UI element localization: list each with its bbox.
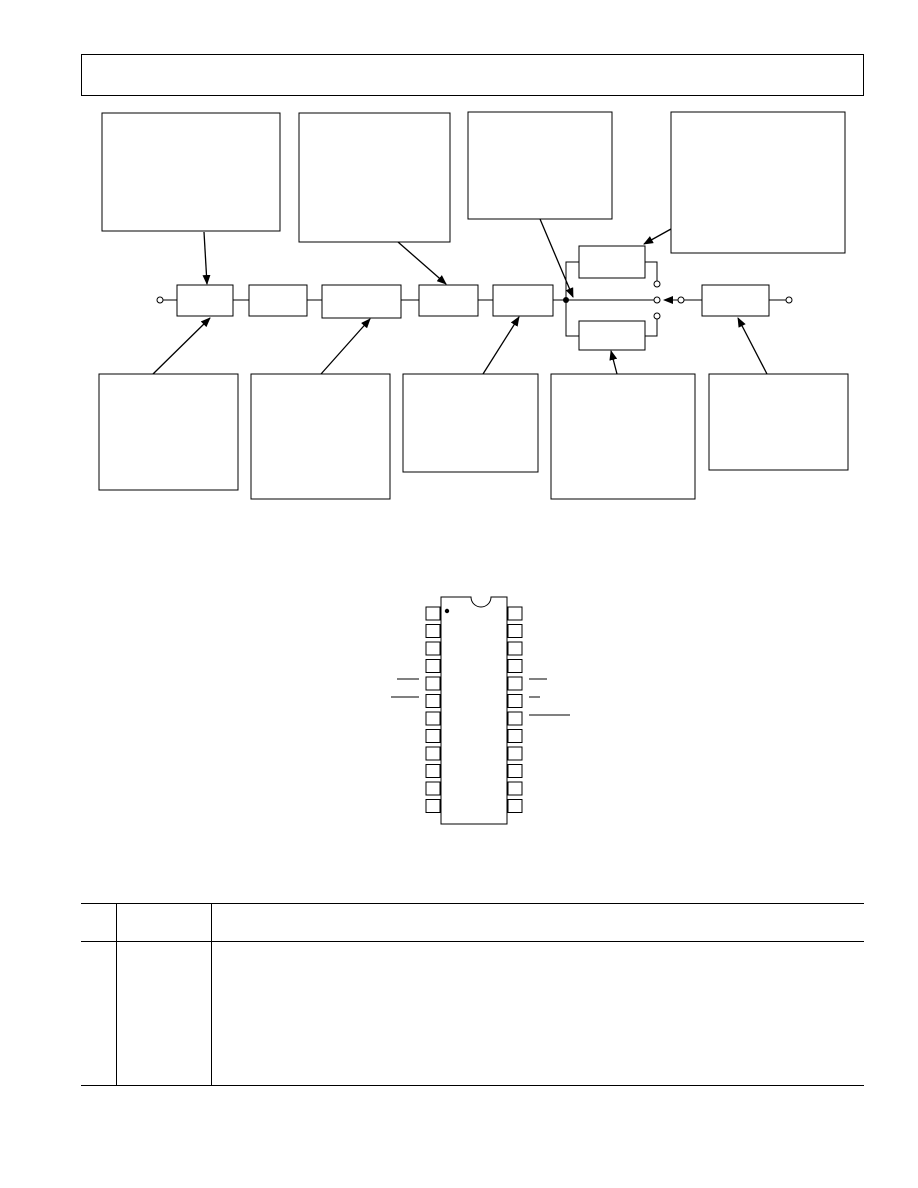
callout-bottom-5	[708, 373, 849, 471]
switch-contact-lower	[653, 312, 661, 320]
callout-top-1	[101, 112, 281, 232]
ic-pin-left	[425, 641, 441, 656]
ic-pin-right	[507, 676, 523, 691]
output-terminal	[785, 296, 793, 304]
callout-top-3	[467, 111, 613, 220]
callout-bottom-3	[402, 373, 539, 473]
ic-pin-left	[425, 624, 441, 638]
ic-pin-left	[425, 606, 441, 621]
ic-pin-left	[425, 746, 441, 761]
arrow-top-4	[643, 228, 672, 245]
ic-pin-left	[425, 729, 441, 743]
block-3	[321, 284, 402, 319]
ic-pin-right	[507, 729, 523, 743]
block-output	[701, 284, 770, 317]
table-col-divider-2	[211, 903, 212, 1086]
lower-branch	[565, 300, 661, 351]
block-lower-branch	[578, 320, 646, 351]
ic-pin-right	[507, 694, 523, 708]
upper-branch	[565, 245, 661, 300]
table-bottom-rule	[81, 1085, 864, 1086]
ic-pin-left	[425, 781, 441, 796]
ic-body	[440, 596, 508, 825]
arrow-bottom-5	[737, 317, 768, 375]
ic-pin-right	[507, 606, 523, 621]
input-terminal	[156, 296, 164, 304]
block-diagram	[98, 111, 849, 825]
ic-pin-right	[507, 624, 523, 638]
callout-top-2	[298, 112, 451, 243]
switch-pivot	[677, 296, 685, 304]
ic-left-pins	[425, 606, 441, 813]
block-upper-branch	[578, 245, 646, 279]
callout-bottom-4	[550, 373, 696, 500]
arrow-bottom-1	[152, 317, 211, 375]
ic-pin-left	[425, 711, 441, 726]
arrow-bottom-4	[609, 350, 618, 375]
arrow-top-3	[539, 218, 574, 298]
ic-pin-right	[507, 659, 523, 673]
block-1	[176, 284, 234, 317]
block-2	[248, 284, 308, 317]
arrow-top-1	[202, 231, 211, 285]
output-switch	[653, 284, 793, 317]
ic-pin-right	[507, 711, 523, 726]
callout-top-4	[670, 111, 846, 254]
callout-bottom-1	[98, 373, 239, 491]
ic-right-pins	[507, 606, 523, 813]
table-top-rule	[81, 903, 864, 904]
table-header-rule	[81, 941, 864, 942]
ic-pin-right	[507, 746, 523, 761]
ic-package	[391, 596, 570, 825]
pin1-indicator	[444, 608, 450, 614]
pin-table	[81, 903, 864, 1086]
callout-bottom-2	[250, 373, 391, 500]
arrow-bottom-3	[482, 316, 520, 375]
block-5	[492, 284, 554, 317]
ic-pin-left	[425, 694, 441, 708]
switch-contact-upper	[653, 280, 661, 288]
arrow-top-2	[397, 241, 447, 285]
ic-pin-right	[507, 799, 523, 813]
ic-pin-left	[425, 799, 441, 813]
ic-pin-left	[425, 764, 441, 778]
table-col-divider-1	[116, 903, 117, 1086]
ic-pin-right	[507, 641, 523, 656]
arrow-bottom-2	[320, 318, 371, 375]
ic-pin-left	[425, 676, 441, 691]
callout-arrows	[152, 218, 768, 375]
ic-pin-right	[507, 764, 523, 778]
block-4	[418, 284, 479, 317]
ic-pin-left	[425, 659, 441, 673]
switch-contact-middle	[653, 296, 661, 304]
ic-pin-right	[507, 781, 523, 796]
header-box	[81, 54, 864, 96]
